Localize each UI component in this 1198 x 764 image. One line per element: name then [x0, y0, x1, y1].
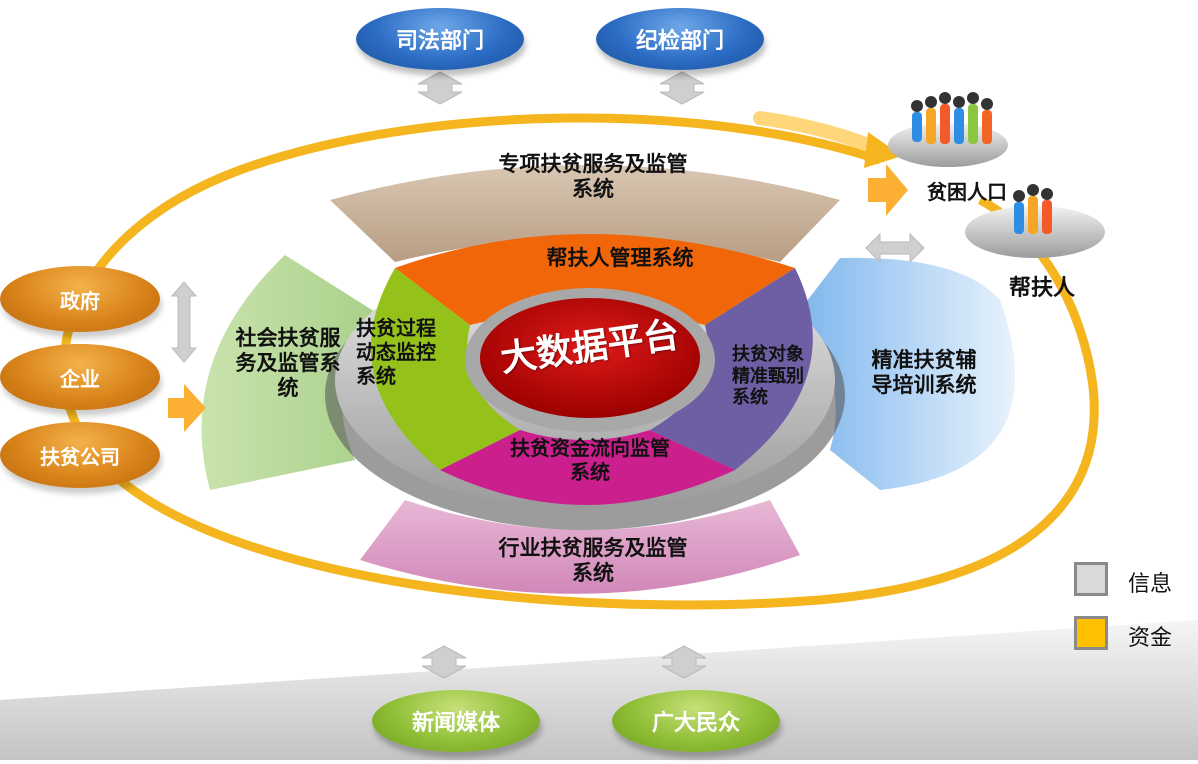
node-enterprise-label: 企业: [60, 366, 100, 391]
sector-top-outer: [330, 165, 840, 262]
sector-inner-bottom: [440, 430, 735, 505]
node-discipline-label: 纪检部门: [635, 29, 724, 54]
node-government: 政府: [0, 266, 160, 332]
label-system-inner-left: 扶贫过程动态监控系统: [356, 316, 436, 388]
node-news-media-label: 新闻媒体: [411, 711, 500, 736]
label-system-right-outer: 精准扶贫辅导培训系统: [871, 348, 977, 398]
node-public-label: 广大民众: [651, 711, 740, 736]
node-judicial: 司法部门: [356, 8, 524, 70]
legend-swatch-funds: [1074, 616, 1108, 650]
sector-inner-right: [650, 268, 813, 470]
node-poverty-company: 扶贫公司: [0, 422, 160, 488]
node-enterprise: 企业: [0, 344, 160, 410]
people-icon-group: [911, 92, 993, 144]
label-system-bottom-outer: 行业扶贫服务及监管系统: [498, 536, 688, 586]
node-government-label: 政府: [60, 288, 100, 313]
node-discipline: 纪检部门: [596, 8, 764, 70]
legend-label-funds: 资金: [1128, 626, 1173, 651]
node-poverty-company-label: 扶贫公司: [40, 444, 120, 469]
label-system-inner-bottom: 扶贫资金流向监管系统: [510, 436, 670, 484]
node-public: 广大民众: [612, 690, 780, 752]
label-helper: 帮扶人: [1008, 276, 1075, 301]
legend-swatch-info: [1074, 562, 1108, 596]
info-arrows: [170, 71, 925, 679]
legend-label-info: 信息: [1128, 572, 1173, 597]
sector-inner-left: [370, 268, 520, 470]
center-disc: [480, 298, 700, 418]
people-icon-helper: [1013, 184, 1053, 234]
node-judicial-label: 司法部门: [395, 29, 484, 54]
orbit-arrowhead: [864, 132, 902, 168]
sector-inner-top: [395, 234, 795, 325]
orbit-ring: [59, 113, 1099, 610]
label-system-top-outer: 专项扶贫服务及监管系统: [498, 152, 688, 202]
label-system-inner-right: 扶贫对象精准甄别系统: [732, 344, 804, 409]
label-poor-population: 贫困人口: [927, 180, 1007, 204]
sector-right-outer: [800, 257, 1015, 490]
sector-bottom-outer: [360, 500, 800, 594]
floor: [0, 620, 1198, 760]
money-arrows: [168, 164, 908, 432]
node-news-media: 新闻媒体: [372, 690, 540, 752]
label-system-inner-top: 帮扶人管理系统: [546, 246, 694, 270]
label-system-left-outer: 社会扶贫服务及监管系统: [235, 326, 341, 401]
